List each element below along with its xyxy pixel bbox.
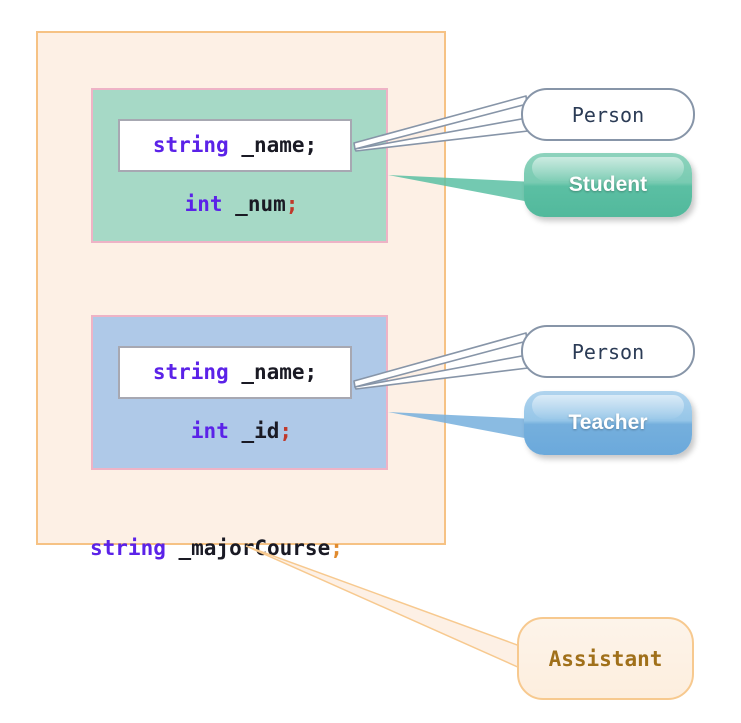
balloon-derived-class-teacher[interactable]: Teacher bbox=[524, 391, 692, 455]
field-name-teacher: string _name; bbox=[153, 362, 317, 383]
semicolon-name-student: ; bbox=[304, 133, 318, 157]
keyword-int-teacher: int bbox=[190, 419, 229, 443]
semicolon-id: ; bbox=[279, 419, 293, 443]
connector-assistant bbox=[245, 545, 521, 670]
member-box-student: string _name; int _num; bbox=[91, 88, 388, 243]
balloon-base-class-person-1[interactable]: Person bbox=[521, 88, 695, 141]
balloon-derived-class-student[interactable]: Student bbox=[524, 153, 692, 217]
field-num-student: int _num; bbox=[93, 194, 390, 215]
label-person-1: Person bbox=[571, 102, 645, 127]
inherited-field-box-teacher: string _name; bbox=[118, 346, 352, 399]
label-teacher: Teacher bbox=[568, 411, 648, 434]
keyword-string-major: string bbox=[90, 536, 166, 560]
keyword-string-student: string bbox=[152, 133, 229, 157]
field-id-teacher: int _id; bbox=[93, 421, 390, 442]
semicolon-major: ; bbox=[330, 536, 343, 560]
field-major-course: string _majorCourse; bbox=[90, 538, 343, 559]
balloon-base-class-person-2[interactable]: Person bbox=[521, 325, 695, 378]
identifier-name-teacher: _name bbox=[228, 360, 305, 384]
identifier-major-course: _majorCourse bbox=[165, 536, 331, 560]
label-assistant: Assistant bbox=[548, 646, 663, 671]
label-person-2: Person bbox=[571, 339, 645, 364]
semicolon-num: ; bbox=[285, 192, 299, 216]
member-box-teacher: string _name; int _id; bbox=[91, 315, 388, 470]
identifier-name-student: _name bbox=[228, 133, 305, 157]
semicolon-name-teacher: ; bbox=[304, 360, 318, 384]
label-student: Student bbox=[568, 173, 648, 196]
field-name-student: string _name; bbox=[153, 135, 317, 156]
keyword-string-teacher: string bbox=[152, 360, 229, 384]
balloon-outer-class-assistant[interactable]: Assistant bbox=[517, 617, 694, 700]
inherited-field-box-student: string _name; bbox=[118, 119, 352, 172]
identifier-id: _id bbox=[228, 419, 280, 443]
keyword-int-student: int bbox=[184, 192, 223, 216]
identifier-num: _num bbox=[222, 192, 286, 216]
